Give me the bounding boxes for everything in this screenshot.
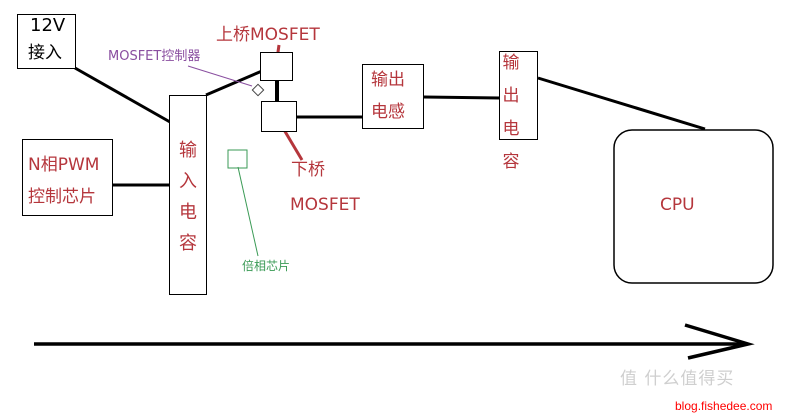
power-input-block (17, 14, 76, 69)
output-inductor-line1: 输出 (371, 70, 405, 90)
input-capacitor-char: 容 (179, 233, 197, 254)
output-capacitor-block (499, 51, 538, 140)
input-capacitor-char: 输 (179, 140, 197, 161)
high-mosfet-label: 上桥MOSFET (216, 25, 320, 45)
flow-arrow-head (684, 323, 755, 360)
pwm-controller-block (22, 139, 113, 216)
mosfet-driver-marker (251, 83, 265, 97)
cpu-label: CPU (660, 195, 695, 215)
pwm-controller-line2: 控制芯片 (28, 187, 96, 207)
low-mosfet-block (261, 101, 297, 132)
output-capacitor-char: 电 (502, 119, 520, 139)
wire-12v-to-input-cap (74, 66, 171, 124)
cpu-block (613, 129, 774, 284)
wire-output-cap-to-cpu (537, 76, 706, 131)
low-mosfet-label-line1: 下桥 (291, 160, 325, 180)
phase-doubler-label: 倍相芯片 (242, 259, 291, 273)
phase-doubler-marker (227, 149, 248, 169)
input-capacitor-block (169, 95, 207, 295)
output-inductor-block (362, 64, 424, 129)
low-mosfet-label-line2: MOSFET (290, 195, 360, 215)
output-capacitor-label: 输 出 电 容 (499, 55, 523, 171)
output-capacitor-char: 输 (502, 53, 520, 73)
input-capacitor-label: 输 入 电 容 (169, 142, 207, 253)
wire-input-cap-to-high-mosfet (205, 69, 263, 97)
input-capacitor-char: 电 (179, 202, 197, 223)
high-mosfet-block (260, 52, 293, 81)
output-capacitor-char: 出 (502, 86, 520, 106)
mosfet-driver-leader (187, 65, 253, 87)
pwm-controller-line1: N相PWM (28, 155, 100, 175)
wire-inductor-to-output-cap (423, 95, 501, 100)
mosfet-driver-label: MOSFET控制器 (108, 49, 201, 64)
phase-doubler-leader (237, 166, 259, 257)
watermark-logo: 值 什么值得买 (620, 369, 735, 389)
output-capacitor-char: 容 (502, 152, 520, 172)
watermark-site: blog.fishedee.com (675, 399, 773, 413)
input-capacitor-char: 入 (179, 171, 197, 192)
power-input-label: 接入 (28, 43, 62, 63)
power-input-voltage: 12V (30, 15, 66, 36)
output-inductor-line2: 电感 (371, 102, 405, 122)
